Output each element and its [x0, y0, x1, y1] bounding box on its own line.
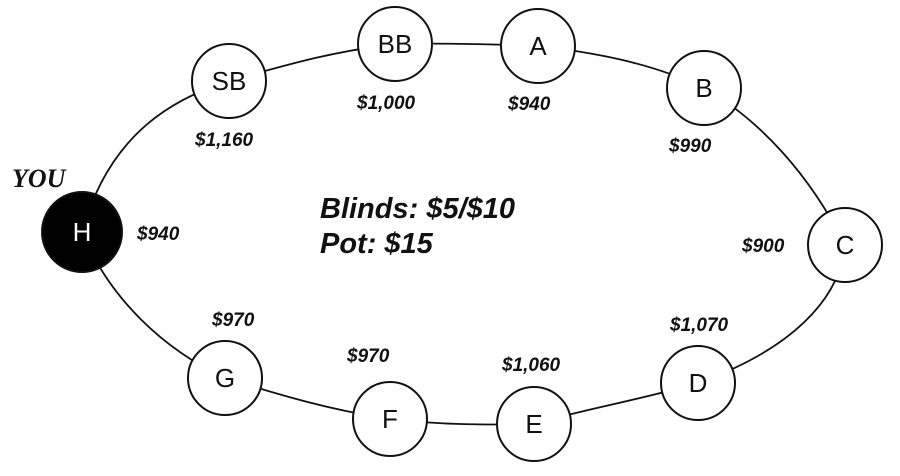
seat-stack-h: $940: [136, 224, 180, 245]
seat-circle-sb: [191, 43, 267, 119]
seat-label-d: D: [689, 368, 708, 398]
seat-label-h: H: [73, 217, 92, 247]
seat-label-f: F: [382, 404, 398, 434]
seat-stack-bb: $1,000: [356, 93, 416, 114]
seat-circle-a: [500, 8, 576, 84]
seat-label-sb: SB: [212, 66, 247, 96]
seat-h: H $940: [41, 191, 180, 273]
seat-sb: SB $1,160: [191, 43, 267, 151]
seat-label-a: A: [529, 31, 547, 61]
seat-stack-d: $1,070: [669, 315, 729, 336]
seat-e: E $1,060: [496, 355, 572, 462]
seat-label-e: E: [525, 409, 542, 439]
seat-label-b: B: [695, 73, 712, 103]
seat-stack-a: $940: [507, 94, 551, 115]
seat-b: B $990: [666, 50, 742, 157]
seat-label-g: G: [215, 363, 235, 393]
seat-f: F $970: [346, 346, 428, 457]
seat-a: A $940: [500, 8, 576, 115]
seat-stack-b: $990: [668, 136, 712, 157]
seat-circle-d: [660, 345, 736, 421]
seat-circle-g: [187, 340, 263, 416]
seat-stack-g: $970: [211, 310, 255, 331]
blinds-text: Blinds: $5/$10: [320, 193, 515, 225]
seat-stack-e: $1,060: [501, 355, 561, 376]
seat-stack-f: $970: [346, 346, 390, 367]
you-label: YOU: [12, 164, 67, 193]
seat-circle-e: [496, 386, 572, 462]
seat-g: G $970: [187, 310, 263, 416]
seat-stack-sb: $1,160: [194, 130, 254, 151]
pot-text: Pot: $15: [320, 228, 434, 260]
seat-stack-c: $900: [741, 236, 785, 257]
seat-circle-f: [352, 381, 428, 457]
seat-circle-bb: [357, 6, 433, 82]
seat-label-bb: BB: [378, 29, 413, 59]
seat-circle-h: [41, 191, 123, 273]
seat-d: D $1,070: [660, 315, 736, 421]
seat-circle-b: [666, 50, 742, 126]
seat-c: C $900: [741, 207, 883, 283]
seat-circle-c: [807, 207, 883, 283]
seat-bb: BB $1,000: [356, 6, 433, 114]
seat-label-c: C: [836, 230, 855, 260]
